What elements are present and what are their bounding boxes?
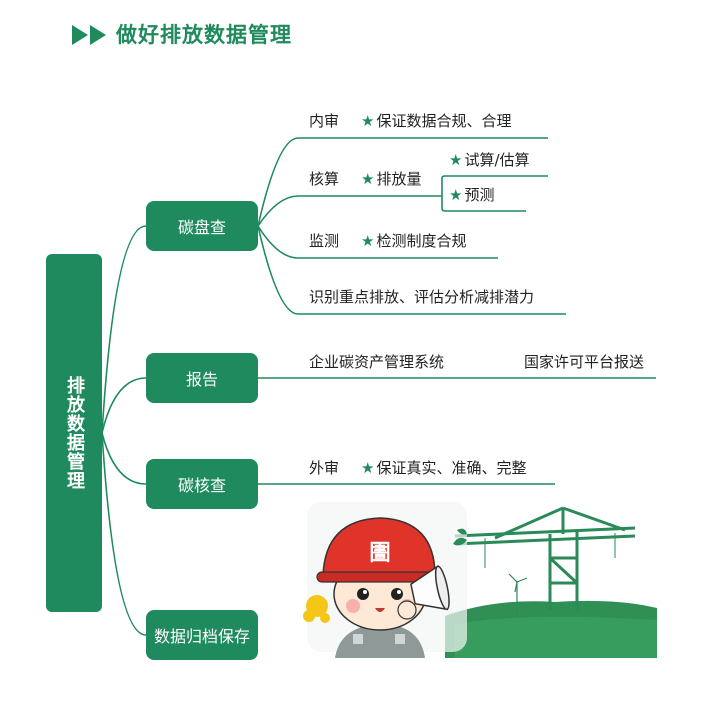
- root-node: 排放数据管理: [46, 254, 102, 612]
- node-report-label: 报告: [185, 370, 218, 389]
- mascot-with-crane-illustration: 圕: [303, 502, 657, 658]
- branch-asset-system: 企业碳资产管理系统: [309, 353, 445, 371]
- branch-external-audit-detail: ★保证真实、准确、完整: [361, 458, 526, 478]
- external-detail-text: 保证真实、准确、完整: [376, 459, 527, 477]
- node-carbon-verification-label: 碳核查: [177, 476, 226, 495]
- branch-internal-audit: 内审: [309, 112, 340, 130]
- star-icon: ★: [361, 459, 375, 477]
- branch-monitoring-detail: ★检测制度合规: [361, 231, 466, 251]
- accounting-detail-text: 排放量: [376, 170, 422, 188]
- branch-trial-estimate: ★试算/估算: [449, 150, 530, 170]
- trial-estimate-text: 试算/估算: [464, 151, 530, 169]
- star-icon: ★: [449, 186, 463, 204]
- star-icon: ★: [361, 232, 375, 250]
- root-label: 排放数据管理: [64, 376, 85, 490]
- star-icon: ★: [361, 112, 375, 130]
- monitoring-detail-text: 检测制度合规: [376, 232, 467, 250]
- branch-accounting-detail: ★排放量: [361, 169, 421, 189]
- branch-monitoring: 监测: [309, 232, 340, 250]
- star-icon: ★: [361, 170, 375, 188]
- node-carbon-verification: 碳核查: [146, 459, 258, 509]
- branch-internal-audit-detail: ★保证数据合规、合理: [361, 111, 511, 131]
- star-icon: ★: [449, 151, 463, 169]
- node-carbon-inventory: 碳盘查: [146, 201, 258, 251]
- helmet-logo-text: 圕: [369, 541, 391, 566]
- node-report: 报告: [146, 353, 258, 403]
- node-data-archive: 数据归档保存: [146, 610, 258, 660]
- branch-platform-report: 国家许可平台报送: [524, 353, 645, 371]
- branch-external-audit: 外审: [309, 459, 340, 477]
- branch-accounting: 核算: [309, 170, 340, 188]
- node-data-archive-label: 数据归档保存: [153, 627, 250, 646]
- node-carbon-inventory-label: 碳盘查: [177, 218, 226, 237]
- forecast-text: 预测: [464, 186, 495, 204]
- audit-detail-text: 保证数据合规、合理: [376, 112, 512, 130]
- page-title: 做好排放数据管理: [116, 23, 292, 47]
- branch-forecast: ★预测: [449, 185, 494, 205]
- title-arrows-icon: [72, 25, 106, 45]
- branch-identify-emissions: 识别重点排放、评估分析减排潜力: [309, 288, 535, 306]
